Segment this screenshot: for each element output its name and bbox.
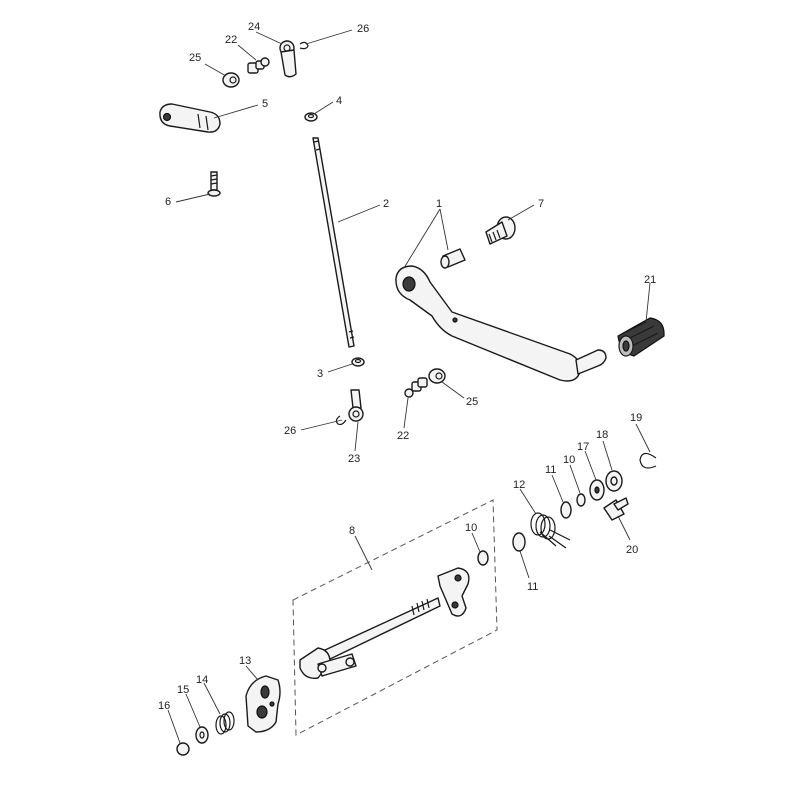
callout-25-top: 25	[189, 52, 201, 64]
part-16-circlip	[176, 742, 190, 756]
callout-13: 13	[239, 655, 251, 667]
part-6-bolt	[207, 171, 221, 197]
part-5-selector-lever	[159, 103, 221, 133]
part-23-rod-end-bottom	[348, 389, 364, 422]
callout-17: 17	[577, 441, 589, 453]
callout-5: 5	[262, 98, 268, 110]
part-1-bush	[440, 248, 466, 269]
callout-4: 4	[336, 95, 342, 107]
part-21-pedal-rubber	[617, 317, 665, 357]
part-15-washer	[195, 726, 209, 744]
part-13-stop-plate	[245, 675, 281, 733]
part-22-ball-stud-top	[247, 57, 270, 74]
callout-14: 14	[196, 674, 208, 686]
callout-2: 2	[383, 198, 389, 210]
part-12-return-spring	[530, 512, 571, 549]
callout-22-bottom: 22	[397, 430, 409, 442]
part-25-nut-top	[222, 72, 240, 88]
part-3-nut	[351, 357, 365, 367]
part-4-nut	[304, 112, 318, 122]
callout-7: 7	[538, 198, 544, 210]
callout-19: 19	[630, 412, 642, 424]
part-11-washer-lower	[512, 532, 526, 552]
callout-3: 3	[317, 368, 323, 380]
callout-26-bottom: 26	[284, 425, 296, 437]
assembly-8-outline	[292, 499, 498, 736]
part-14-spring	[215, 711, 235, 735]
callout-24: 24	[248, 21, 260, 33]
callout-1: 1	[436, 198, 442, 210]
callout-20: 20	[626, 544, 638, 556]
callout-labels: 1 2 3 4 5 6 7 8 10 10 11 11 12 13 14 15 …	[158, 21, 656, 712]
part-10-circlip-shaft	[477, 550, 489, 566]
part-8-selector-shaft	[299, 597, 441, 679]
part-17-washer	[589, 479, 605, 501]
callout-21: 21	[644, 274, 656, 286]
part-26-clip-bottom	[335, 415, 347, 426]
part-18-washer	[605, 470, 623, 492]
part-7-pivot-bolt	[485, 216, 516, 245]
callout-22-top: 22	[225, 34, 237, 46]
callout-18: 18	[596, 429, 608, 441]
callout-23: 23	[348, 453, 360, 465]
part-25-nut-bottom	[428, 368, 446, 384]
callout-10-pivot: 10	[563, 454, 575, 466]
part-1-gear-pedal	[395, 265, 607, 382]
leader-lines	[167, 29, 651, 744]
callout-26-top: 26	[357, 23, 369, 35]
part-20-pivot-bolt	[603, 497, 629, 521]
callout-8: 8	[349, 525, 355, 537]
part-26-clip-top	[299, 41, 309, 50]
part-22-ball-stud-bottom	[404, 377, 428, 398]
part-8-selector-arm	[437, 567, 470, 617]
part-24-rod-end-top	[279, 40, 297, 78]
part-2-shift-rod	[312, 137, 355, 348]
part-10-circlip-pivot	[576, 493, 586, 507]
part-19-circlip	[639, 452, 657, 469]
callout-12: 12	[513, 479, 525, 491]
callout-10-shaft: 10	[465, 522, 477, 534]
callout-6: 6	[165, 196, 171, 208]
part-11-washer-upper	[560, 501, 572, 519]
callout-11-upper: 11	[545, 464, 556, 476]
callout-15: 15	[177, 684, 189, 696]
callout-25-bottom: 25	[466, 396, 478, 408]
callout-16: 16	[158, 700, 170, 712]
callout-11-lower: 11	[527, 581, 538, 593]
